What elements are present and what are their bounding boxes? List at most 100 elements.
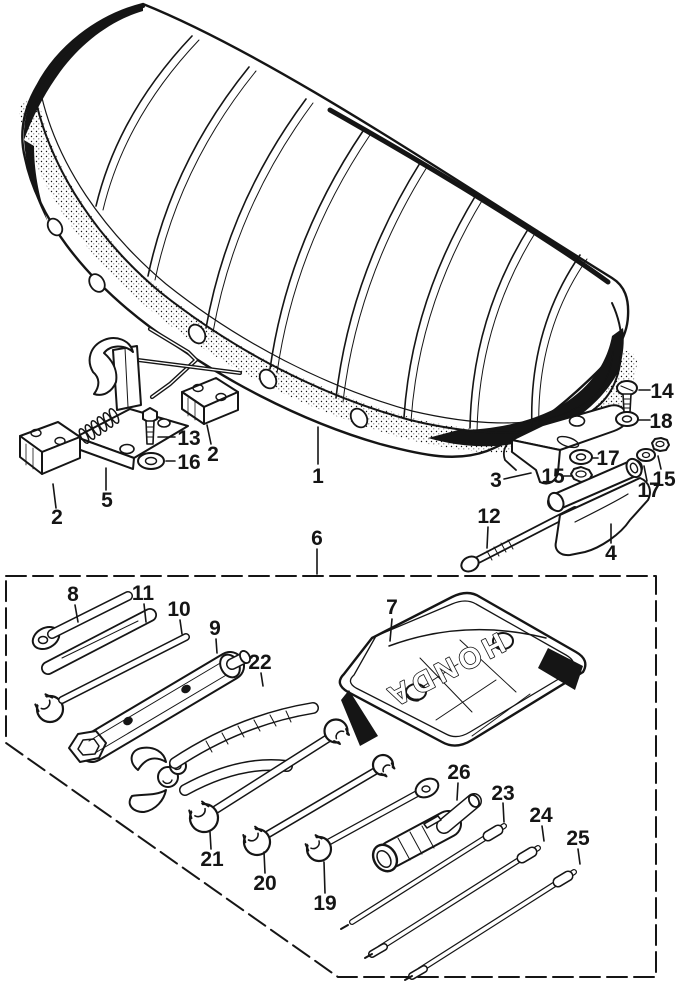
callout-label-11: 11 xyxy=(132,582,155,605)
pouch-inner-line xyxy=(349,600,575,738)
callout-9: 9 xyxy=(209,617,221,654)
callout-label-7: 7 xyxy=(386,596,398,619)
callout-15-left: 15 xyxy=(541,465,572,488)
callout-label-20: 20 xyxy=(253,872,276,895)
callout-label-21: 21 xyxy=(200,848,224,871)
callout-label-8: 8 xyxy=(67,583,79,606)
callout-label-2-mid: 2 xyxy=(207,443,219,466)
seat-welt-outer xyxy=(35,101,623,434)
callout-21: 21 xyxy=(200,831,224,871)
callout-17-left: 17 xyxy=(592,447,620,470)
tool-11-handle-lever xyxy=(41,608,157,675)
callout-label-2-left: 2 xyxy=(51,506,63,529)
callout-14: 14 xyxy=(638,380,674,403)
bolt-13-illustration xyxy=(142,407,158,445)
tool-pouch: HONDA xyxy=(338,591,587,747)
seat-nose-shadow-2 xyxy=(24,140,48,222)
callout-label-9: 9 xyxy=(209,617,221,640)
tool-10-wrench-long xyxy=(31,633,190,724)
callout-label-24: 24 xyxy=(529,804,553,827)
callout-label-12: 12 xyxy=(477,505,500,528)
pouch-shadow-left xyxy=(341,690,378,746)
callout-13: 13 xyxy=(157,427,201,450)
callout-label-26: 26 xyxy=(447,761,470,784)
pouch-shadow-right xyxy=(538,648,583,690)
tool-25-screwdriver-bit xyxy=(404,869,577,981)
callout-1: 1 xyxy=(312,426,324,488)
callout-6: 6 xyxy=(311,527,323,575)
callout-2-mid: 2 xyxy=(206,424,219,466)
bolt-14-illustration xyxy=(616,380,638,413)
nut-15a-illustration xyxy=(570,466,593,483)
callout-18: 18 xyxy=(638,410,673,433)
callout-11: 11 xyxy=(132,582,155,623)
rod-12-illustration xyxy=(460,506,579,573)
rubber-cushion-left xyxy=(19,421,81,475)
callout-label-5: 5 xyxy=(101,489,113,512)
rubber-cushion-mid xyxy=(181,377,239,425)
callout-23: 23 xyxy=(491,782,515,823)
pouch-quilting xyxy=(401,639,531,737)
callout-label-15-right: 15 xyxy=(652,468,676,491)
callout-label-18: 18 xyxy=(649,410,673,433)
seat-edge-lip-nose xyxy=(40,4,145,84)
tool-21-open-end-wrench xyxy=(185,718,353,834)
callout-label-16: 16 xyxy=(177,451,200,474)
callout-label-1: 1 xyxy=(312,465,324,488)
toolkit-outline-box xyxy=(5,575,657,978)
tool-19-open-end-wrench xyxy=(301,777,440,863)
tool-24-screwdriver-bit xyxy=(364,845,541,959)
tool-9-plug-wrench xyxy=(68,650,251,763)
callout-19: 19 xyxy=(313,861,337,915)
callout-label-23: 23 xyxy=(491,782,514,805)
seat-mounting-holes xyxy=(46,217,369,429)
callout-7: 7 xyxy=(386,596,398,642)
seat-edge-lip xyxy=(327,107,611,285)
washer-16-illustration xyxy=(137,452,165,470)
callout-10: 10 xyxy=(167,598,191,635)
callout-17-right: 17 xyxy=(637,465,661,502)
seat-ribs xyxy=(95,35,588,435)
callout-label-6: 6 xyxy=(311,527,323,550)
latch-assembly xyxy=(74,337,242,470)
hinge-4-illustration xyxy=(547,457,651,557)
tool-26-screwdriver-grip xyxy=(371,793,482,873)
callout-22: 22 xyxy=(248,651,272,687)
washer-17b-illustration xyxy=(636,448,656,462)
tool-22-pliers xyxy=(128,702,319,813)
callout-3: 3 xyxy=(490,469,532,492)
latch-claw xyxy=(88,337,134,396)
callout-26: 26 xyxy=(447,761,471,801)
callout-label-14: 14 xyxy=(650,380,674,403)
callout-4: 4 xyxy=(605,523,617,565)
callout-8: 8 xyxy=(67,583,79,623)
latch-cross-bar-hl xyxy=(137,359,241,374)
washer-18-illustration xyxy=(615,411,639,427)
callout-label-3: 3 xyxy=(490,469,502,492)
callout-label-17-right: 17 xyxy=(637,479,660,502)
pouch-flap-crease xyxy=(388,628,547,647)
callout-20: 20 xyxy=(253,851,277,895)
callout-label-17-left: 17 xyxy=(596,447,619,470)
seat-welt-inner xyxy=(41,97,614,424)
callout-5: 5 xyxy=(101,467,113,512)
callout-16: 16 xyxy=(165,451,201,474)
seat-hook-wire xyxy=(147,326,199,400)
latch-plate-hole-a xyxy=(157,418,171,428)
callout-label-13: 13 xyxy=(177,427,200,450)
callout-15-right: 15 xyxy=(652,455,676,491)
callout-label-10: 10 xyxy=(167,598,190,621)
latch-plate-hole-b xyxy=(119,443,135,455)
latch-spring xyxy=(78,408,120,444)
callout-12: 12 xyxy=(477,505,501,549)
callout-label-15-left: 15 xyxy=(541,465,565,488)
callout-2-left: 2 xyxy=(51,483,63,529)
callout-25: 25 xyxy=(566,827,590,865)
nut-15b-illustration xyxy=(651,437,670,452)
callout-label-25: 25 xyxy=(566,827,590,850)
callout-24: 24 xyxy=(529,804,553,842)
tool-20-open-end-wrench xyxy=(239,753,399,857)
callout-label-19: 19 xyxy=(313,892,336,915)
